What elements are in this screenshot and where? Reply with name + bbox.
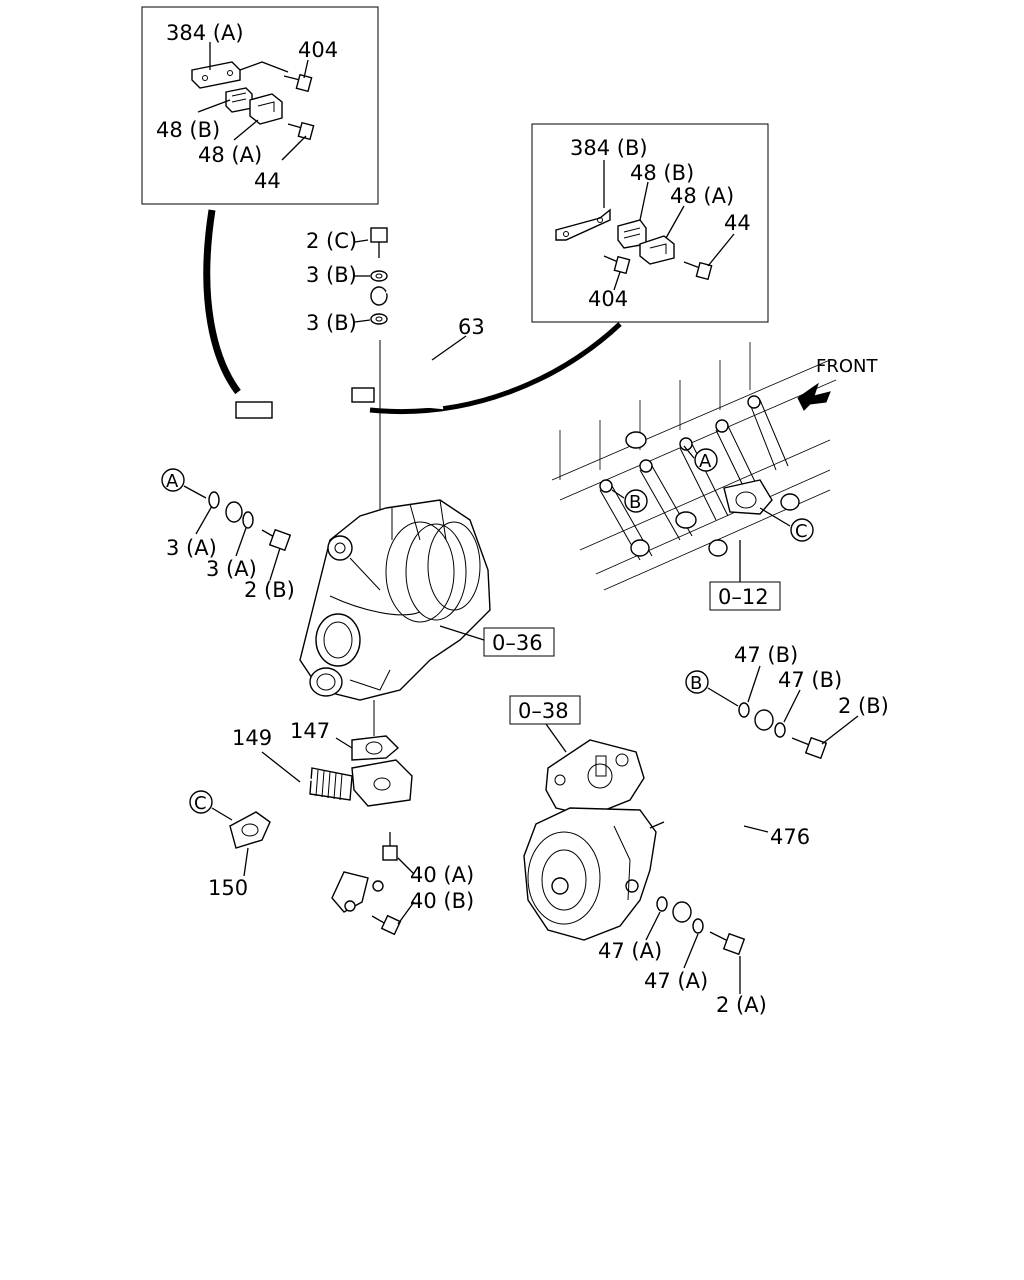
svg-text:B: B bbox=[690, 673, 702, 694]
label-48b-b: 48 (B) bbox=[630, 161, 694, 185]
callout-b-engine: B bbox=[611, 489, 648, 513]
inset-box-a: 384 (A) 404 48 (B) 48 (A) 44 bbox=[141, 6, 379, 205]
label-476: 476 bbox=[770, 825, 810, 849]
label-44b: 44 bbox=[724, 211, 751, 235]
label-40b: 40 (B) bbox=[410, 889, 474, 913]
label-3a-1: 3 (A) bbox=[166, 536, 217, 560]
label-40a: 40 (A) bbox=[410, 863, 474, 887]
label-147: 147 bbox=[290, 719, 330, 743]
oil-return-pipe-149: 147 149 150 40 (A) 40 (B) bbox=[208, 700, 474, 936]
label-44a: 44 bbox=[254, 169, 281, 193]
callout-a-engine: A bbox=[683, 445, 718, 472]
label-47b-2: 47 (B) bbox=[778, 668, 842, 692]
label-48a-b: 48 (A) bbox=[670, 184, 734, 208]
label-404a: 404 bbox=[298, 38, 338, 62]
svg-text:A: A bbox=[166, 471, 179, 492]
label-404b: 404 bbox=[588, 287, 628, 311]
label-47a-1: 47 (A) bbox=[598, 939, 662, 963]
callout-a-pipe: A bbox=[161, 468, 207, 499]
label-47b-1: 47 (B) bbox=[734, 643, 798, 667]
callout-b-pipe: B bbox=[685, 670, 739, 707]
label-3b-2: 3 (B) bbox=[306, 311, 357, 335]
ref-0-12: 0–12 bbox=[718, 585, 769, 609]
callout-c-pipe: C bbox=[189, 790, 233, 821]
svg-text:A: A bbox=[699, 451, 712, 472]
label-149: 149 bbox=[232, 726, 272, 750]
label-2b-2: 2 (B) bbox=[838, 694, 889, 718]
air-compressor: 0–38 bbox=[509, 695, 665, 941]
label-2b-1: 2 (B) bbox=[244, 578, 295, 602]
air-pipe-476: 47 (B) 47 (B) 2 (B) 476 47 (A) 47 (A) 2 … bbox=[598, 643, 889, 1017]
engine-block: 0–12 FRONT bbox=[551, 342, 878, 611]
label-48a-a: 48 (A) bbox=[198, 143, 262, 167]
front-label: FRONT bbox=[816, 356, 878, 377]
inset-arc-b bbox=[369, 322, 622, 415]
oil-feed-pipe-63: 2 (C) 3 (B) 3 (B) 63 3 (A) 3 (A) 2 (B) bbox=[166, 227, 485, 602]
ref-0-36: 0–36 bbox=[492, 631, 543, 655]
inset-box-b: 384 (B) 48 (B) 48 (A) 44 404 bbox=[531, 123, 769, 323]
inset-arc-a bbox=[203, 209, 241, 395]
svg-text:C: C bbox=[795, 521, 808, 542]
label-2a: 2 (A) bbox=[716, 993, 767, 1017]
svg-text:C: C bbox=[194, 793, 207, 814]
label-384a: 384 (A) bbox=[166, 21, 244, 45]
callout-c-engine: C bbox=[759, 507, 814, 542]
label-3b-1: 3 (B) bbox=[306, 263, 357, 287]
label-48b-a: 48 (B) bbox=[156, 118, 220, 142]
label-384b: 384 (B) bbox=[570, 136, 648, 160]
label-63: 63 bbox=[458, 315, 485, 339]
label-150: 150 bbox=[208, 876, 248, 900]
label-2c: 2 (C) bbox=[306, 229, 357, 253]
label-47a-2: 47 (A) bbox=[644, 969, 708, 993]
label-3a-2: 3 (A) bbox=[206, 557, 257, 581]
ref-0-38: 0–38 bbox=[518, 699, 569, 723]
svg-text:B: B bbox=[629, 492, 641, 513]
turbocharger: 0–36 bbox=[299, 499, 555, 701]
